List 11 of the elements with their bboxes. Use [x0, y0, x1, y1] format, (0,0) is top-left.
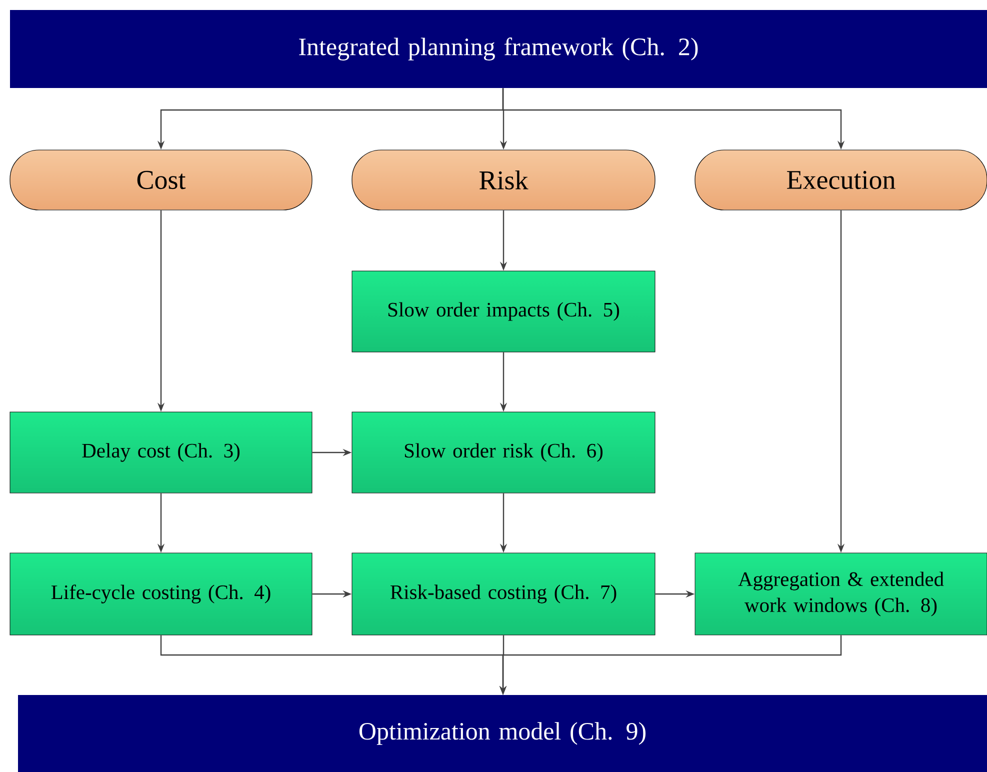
- category-pill: Cost: [10, 150, 312, 210]
- category-pill: Execution: [694, 150, 987, 210]
- process-box: Slow order impacts (Ch. 5): [352, 270, 656, 352]
- process-box: Risk-based costing (Ch. 7): [352, 552, 656, 636]
- process-box: Delay cost (Ch. 3): [10, 412, 312, 494]
- process-box: Life-cycle costing (Ch. 4): [10, 552, 312, 636]
- category-pill: Risk: [352, 150, 656, 210]
- title-band: Integrated planning framework (Ch. 2): [10, 10, 987, 88]
- process-box: Slow order risk (Ch. 6): [352, 412, 656, 494]
- title-band: Optimization model (Ch. 9): [18, 695, 987, 772]
- process-box: Aggregation & extended work windows (Ch. 8): [694, 552, 987, 636]
